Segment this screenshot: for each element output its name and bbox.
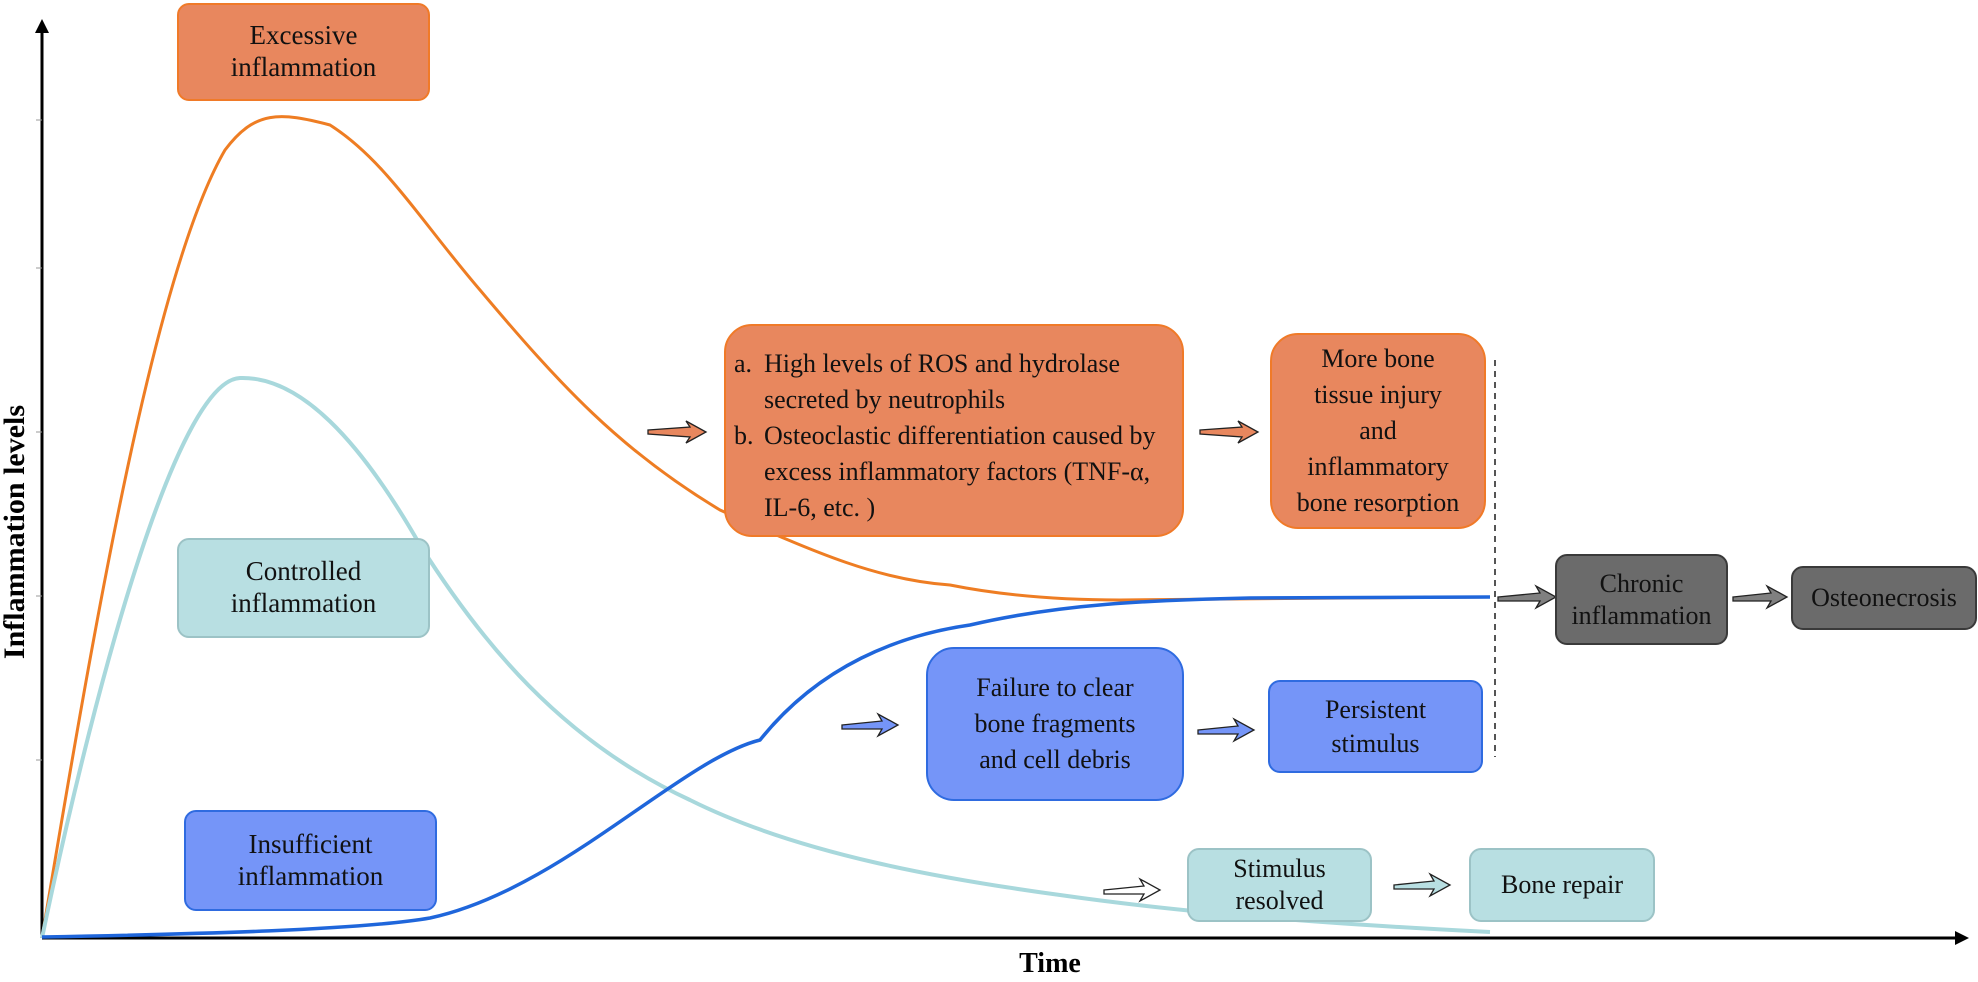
persistent-line2: stimulus <box>1331 728 1420 758</box>
legend-insufficient-line1: Insufficient <box>248 828 373 859</box>
x-axis-label: Time <box>1019 948 1081 979</box>
bone-injury-line5: bone resorption <box>1296 488 1460 517</box>
y-axis-label: Inflammation levels <box>0 404 31 660</box>
mechanism-item-b: b. Osteoclastic differentiation caused b… <box>734 418 1174 526</box>
insufficient-inflammation-curve <box>41 595 1491 939</box>
mechanism-marker-a: a. <box>734 349 753 378</box>
bone-injury-line2: tissue injury <box>1314 380 1442 409</box>
chronic-line1: Chronic <box>1599 568 1684 598</box>
resolved-line1: Stimulus <box>1233 854 1326 883</box>
legend-insufficient-line2: inflammation <box>237 860 384 891</box>
y-axis-ticks <box>36 119 42 761</box>
excessive-inflammation-curve <box>40 115 1491 939</box>
failure-line2: bone fragments <box>974 709 1136 738</box>
persistent-line1: Persistent <box>1324 694 1427 724</box>
failure-line3: and cell debris <box>979 745 1131 774</box>
mechanism-text-a: High levels of ROS and hydrolase secrete… <box>764 349 1121 414</box>
arrow-to-mechanism <box>647 420 708 444</box>
resolved-line2: resolved <box>1235 886 1324 915</box>
legend-controlled-line2: inflammation <box>230 588 377 618</box>
bone-injury-box: More bone tissue injury and inflammatory… <box>1270 333 1486 529</box>
stimulus-resolved-box: Stimulus resolved <box>1187 848 1372 922</box>
arrow-to-failure <box>841 712 900 738</box>
osteonecrosis-label: Osteonecrosis <box>1811 582 1957 612</box>
arrow-to-bone-injury <box>1199 420 1260 444</box>
arrow-to-chronic <box>1497 584 1558 610</box>
legend-excessive-line1: Excessive <box>249 20 358 51</box>
mechanism-box: a. High levels of ROS and hydrolase secr… <box>724 324 1184 537</box>
bone-injury-line1: More bone <box>1321 344 1435 373</box>
arrow-to-stimulus-resolved <box>1103 877 1162 903</box>
controlled-inflammation-curve <box>40 375 1491 939</box>
arrow-to-persistent <box>1197 717 1256 743</box>
bone-injury-line3: and <box>1359 416 1397 445</box>
failure-to-clear-box: Failure to clear bone fragments and cell… <box>926 647 1184 801</box>
bone-injury-line4: inflammatory <box>1307 452 1449 481</box>
mechanism-item-a: a. High levels of ROS and hydrolase secr… <box>734 346 1174 418</box>
bone-repair-box: Bone repair <box>1469 848 1655 922</box>
mechanism-marker-b: b. <box>734 421 754 450</box>
failure-line1: Failure to clear <box>976 673 1134 702</box>
arrow-to-osteonecrosis <box>1732 584 1789 610</box>
persistent-stimulus-box: Persistent stimulus <box>1268 680 1483 773</box>
bone-repair-label: Bone repair <box>1500 869 1623 899</box>
mechanism-text-b: Osteoclastic differentiation caused by e… <box>764 421 1156 522</box>
osteonecrosis-box: Osteonecrosis <box>1791 566 1977 630</box>
legend-controlled-line1: Controlled <box>245 556 362 587</box>
arrow-to-bone-repair <box>1393 872 1452 898</box>
legend-excessive-line2: inflammation <box>230 52 377 82</box>
chronic-line2: inflammation <box>1571 600 1712 630</box>
chronic-inflammation-box: Chronic inflammation <box>1555 554 1728 645</box>
